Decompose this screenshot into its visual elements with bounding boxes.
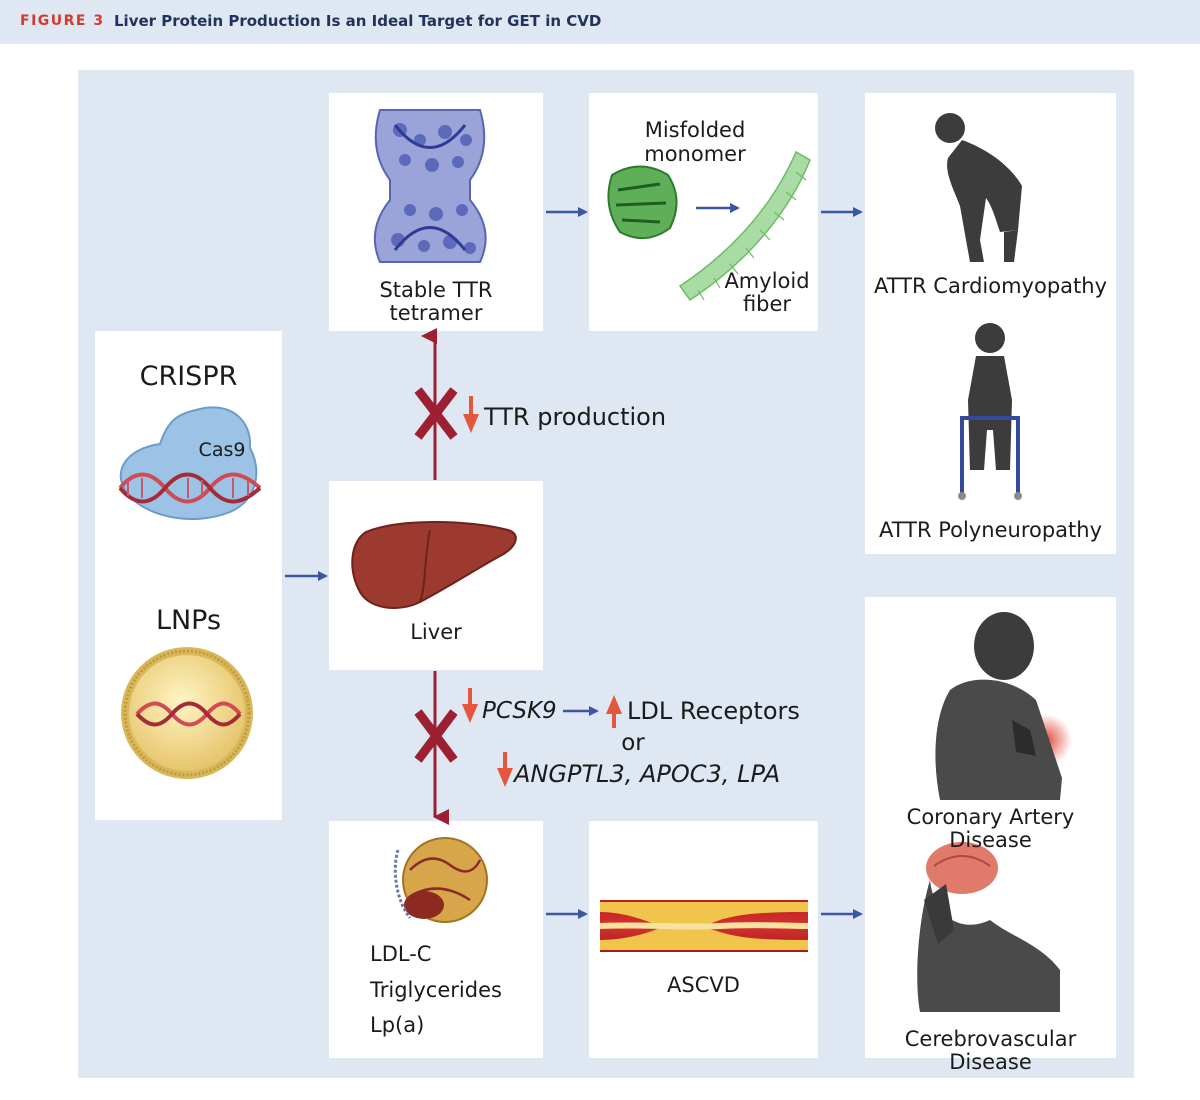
cas9-label: Cas9 <box>198 439 246 461</box>
inhibit-x-lipid <box>414 709 458 763</box>
figure-label: FIGURE 3 <box>20 13 105 29</box>
attr-cardiomyopathy-label: ATTR Cardiomyopathy <box>874 274 1107 298</box>
ldl-c-label: LDL-C <box>370 942 432 966</box>
stable-ttr-label-2: tetramer <box>389 301 483 325</box>
figure-title: Liver Protein Production Is an Ideal Tar… <box>114 12 602 30</box>
amyloid-label-2: fiber <box>742 292 792 316</box>
cas9-dna-icon <box>118 406 262 520</box>
attr-polyneuropathy-label: ATTR Polyneuropathy <box>878 518 1103 542</box>
amyloid-fiber-icon <box>678 150 811 302</box>
amyloid-label-1: Amyloid <box>724 269 810 293</box>
figure-header: FIGURE 3 Liver Protein Production Is an … <box>0 0 1200 44</box>
gene-targets-label: ANGPTL3, APOC3, LPA <box>514 760 781 788</box>
cerebrovascular-disease-figure-icon <box>917 842 1060 1012</box>
lpa-label: Lp(a) <box>370 1013 425 1037</box>
cerebrovascular-disease-label: Cerebrovascular Disease <box>904 1027 1077 1074</box>
lnps-label: LNPs <box>155 605 222 636</box>
ttr-tetramer-icon <box>373 109 487 263</box>
misfolded-monomer-icon <box>607 165 678 239</box>
down-arrow-genes-icon <box>497 752 513 787</box>
lipoprotein-particle-icon <box>393 837 488 923</box>
pcsk9-label: PCSK9 <box>482 698 557 724</box>
inhibit-x-ttr <box>414 387 458 440</box>
down-arrow-pcsk9-icon <box>462 688 478 723</box>
lnp-particle-icon <box>121 647 253 779</box>
ascvd-label: ASCVD <box>667 973 740 997</box>
ttr-production-label: TTR production <box>484 403 667 431</box>
attr-cardiomyopathy-figure-icon <box>935 113 1022 262</box>
or-label: or <box>621 730 645 756</box>
ldl-receptors-label: LDL Receptors <box>627 697 800 725</box>
up-arrow-ldlr-icon <box>606 695 622 728</box>
attr-polyneuropathy-figure-icon <box>958 323 1022 500</box>
down-arrow-ttr-icon <box>463 396 479 433</box>
coronary-disease-figure-icon <box>935 612 1072 800</box>
crispr-label: CRISPR <box>139 361 238 392</box>
artery-plaque-icon <box>599 900 809 952</box>
misfolded-label-2: monomer <box>644 142 746 166</box>
liver-label: Liver <box>410 620 462 644</box>
triglycerides-label: Triglycerides <box>370 978 502 1002</box>
misfolded-label-1: Misfolded <box>644 118 746 142</box>
coronary-artery-disease-label: Coronary Artery Disease <box>906 805 1075 852</box>
liver-organ-icon <box>351 521 517 609</box>
stable-ttr-label-1: Stable TTR <box>379 278 493 302</box>
